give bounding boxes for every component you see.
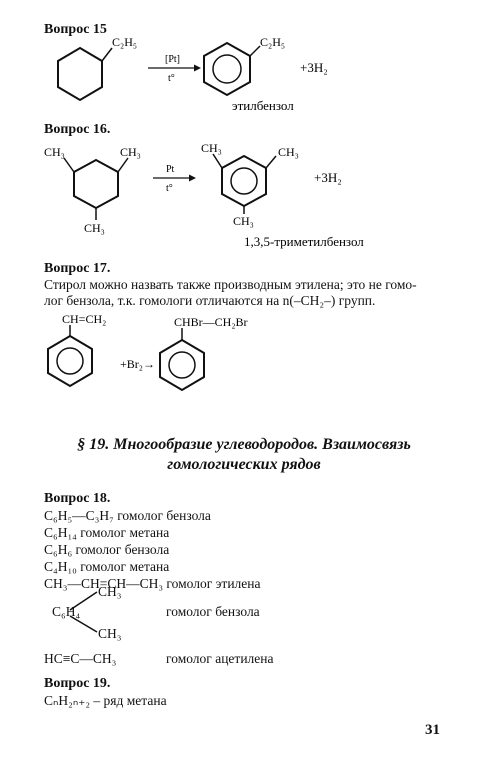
q16-byproduct: +3H₂ (314, 170, 342, 185)
page-number: 31 (425, 722, 440, 738)
q16-product-ch3-bottom: CH₃ (233, 214, 254, 228)
q16-reactant-ch3-top-right: CH₃ (120, 145, 141, 159)
xylene-core: C₆H₄ (52, 604, 81, 619)
section-heading-line-1: § 19. Многообразие углеводородов. Взаимо… (77, 436, 411, 453)
q18-item: C₆H₅—C₃H₇ гомолог бензола (44, 508, 211, 523)
q15-catalyst: [Pt] (165, 54, 180, 65)
q16-product-name: 1,3,5-триметилбензол (244, 234, 364, 249)
q18-item: C₆H₁₄ гомолог метана (44, 525, 170, 540)
question-18-title: Вопрос 18. (44, 491, 111, 506)
trimethylcyclohexane-ring (73, 158, 119, 210)
cyclohexane-ring (57, 46, 103, 102)
question-15-title: Вопрос 15 (44, 22, 107, 37)
q15-reactant-substituent: C₂H₅ (112, 35, 137, 49)
q19-formula: CₙH₂ₙ₊₂ – ряд метана (44, 693, 167, 708)
propyne-formula: HC≡C—CH₃ (44, 651, 117, 666)
dibromide-benzene-ring (159, 338, 205, 392)
q16-reactant-ch3-bottom: CH₃ (84, 221, 105, 235)
q15-temperature: t° (168, 73, 175, 84)
q16-product-ch3-top-left: CH₃ (201, 141, 222, 155)
q18-item: C₄H₁₀ гомолог метана (44, 559, 170, 574)
xylene-label: гомолог бензола (166, 604, 260, 619)
question-19-title: Вопрос 19. (44, 676, 111, 691)
q17-reagent: +Br₂→ (120, 357, 155, 371)
question-17-title: Вопрос 17. (44, 261, 111, 276)
xylene-ch3-top: CH₃ (98, 584, 122, 599)
styrene-vinyl-group: CH=CH₂ (62, 312, 106, 326)
q18-item: CH₃—CH=CH—CH₃ гомолог этилена (44, 576, 261, 591)
q16-product-ch3-top-right: CH₃ (278, 145, 299, 159)
question-16-title: Вопрос 16. (44, 122, 111, 137)
q15-byproduct: +3H₂ (300, 60, 328, 75)
propyne-label: гомолог ацетилена (166, 651, 274, 666)
benzene-ring-q16 (221, 154, 267, 208)
q16-temperature: t° (166, 183, 173, 194)
xylene-ch3-bottom: CH₃ (98, 626, 122, 641)
q17-text-line-1: Стирол можно назвать также производным э… (44, 277, 417, 292)
q15-product-name: этилбензол (232, 98, 294, 113)
benzene-ring-q15 (203, 41, 251, 97)
styrene-benzene-ring (47, 334, 93, 388)
q15-product-substituent: C₂H₅ (260, 35, 285, 49)
q16-catalyst: Pt (166, 164, 175, 175)
section-heading-line-2: гомологических рядов (167, 456, 321, 473)
q18-item: C₆H₆ гомолог бензола (44, 542, 170, 557)
q17-text-line-2: лог бензола, т.к. гомологи отличаются на… (44, 293, 376, 308)
q17-product-group: CHBr—CH₂Br (174, 315, 248, 329)
q16-reactant-ch3-top-left: CH₃ (44, 145, 65, 159)
